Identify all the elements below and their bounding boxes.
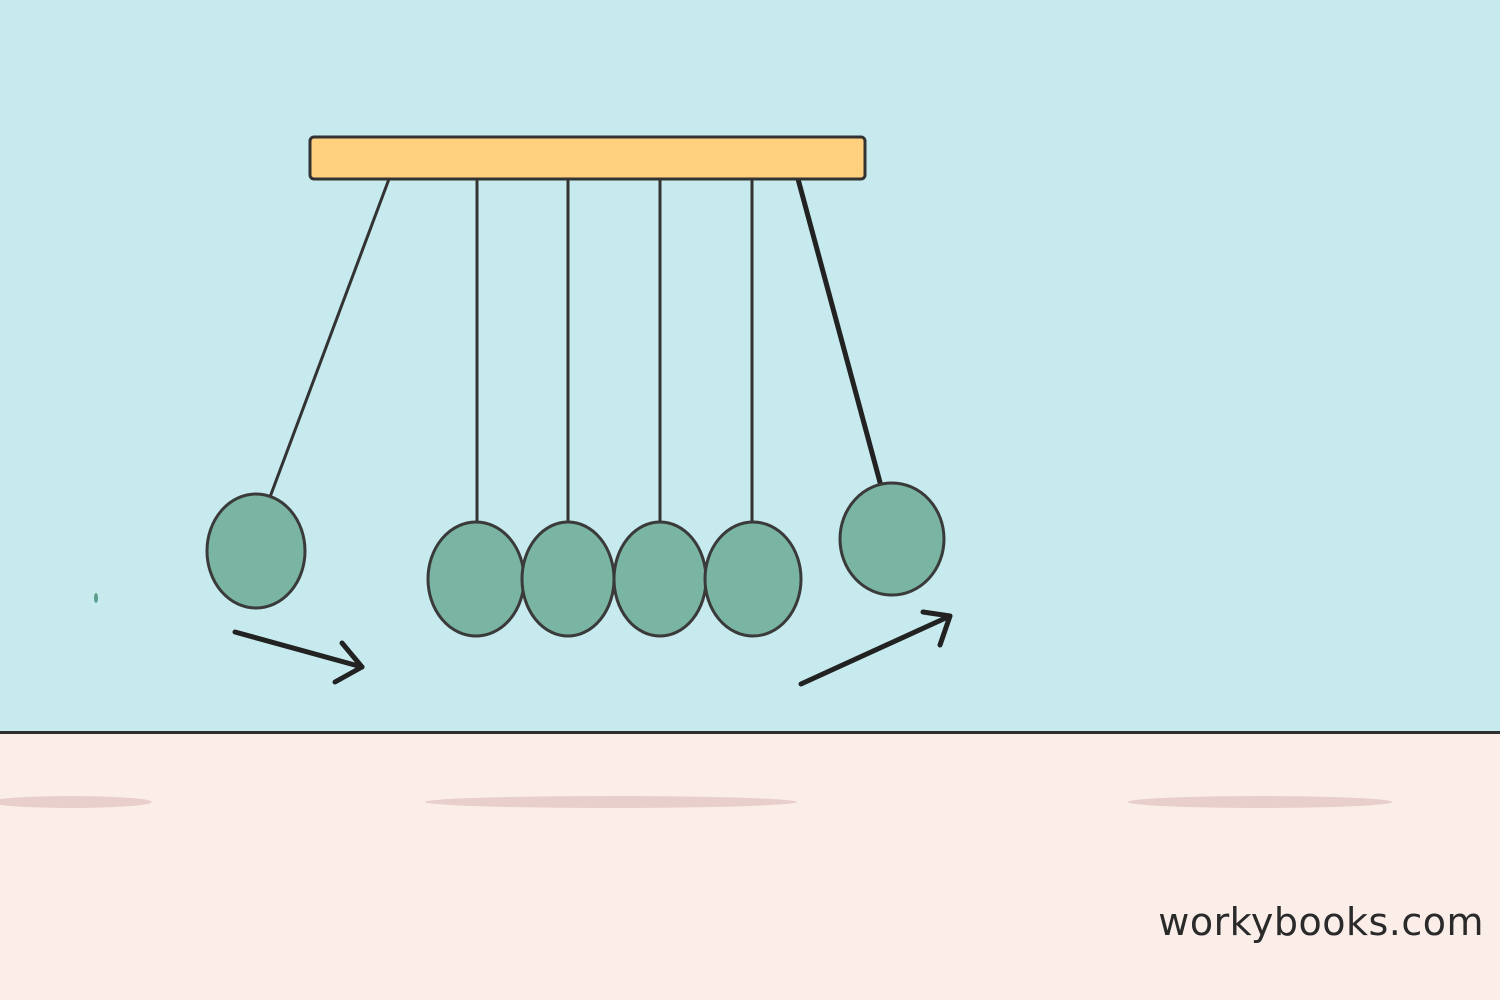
decorative-speck <box>94 593 98 603</box>
floor-shadow <box>425 796 797 808</box>
floor-shadow <box>0 796 152 808</box>
ball-right-swinging <box>838 481 946 597</box>
arrow-up-right-icon <box>798 609 953 687</box>
top-bar <box>308 135 867 181</box>
ball <box>703 520 803 638</box>
ball <box>426 520 526 638</box>
watermark-text: workybooks.com <box>1158 900 1484 944</box>
ball <box>520 520 616 638</box>
string-right-swinging <box>795 178 884 487</box>
arrow-right-icon <box>232 629 365 685</box>
ball-left-swinging <box>205 492 307 610</box>
floor-shadow <box>1128 796 1392 808</box>
floor <box>0 731 1500 1000</box>
ball <box>612 520 708 638</box>
string-left-swinging <box>268 178 391 498</box>
